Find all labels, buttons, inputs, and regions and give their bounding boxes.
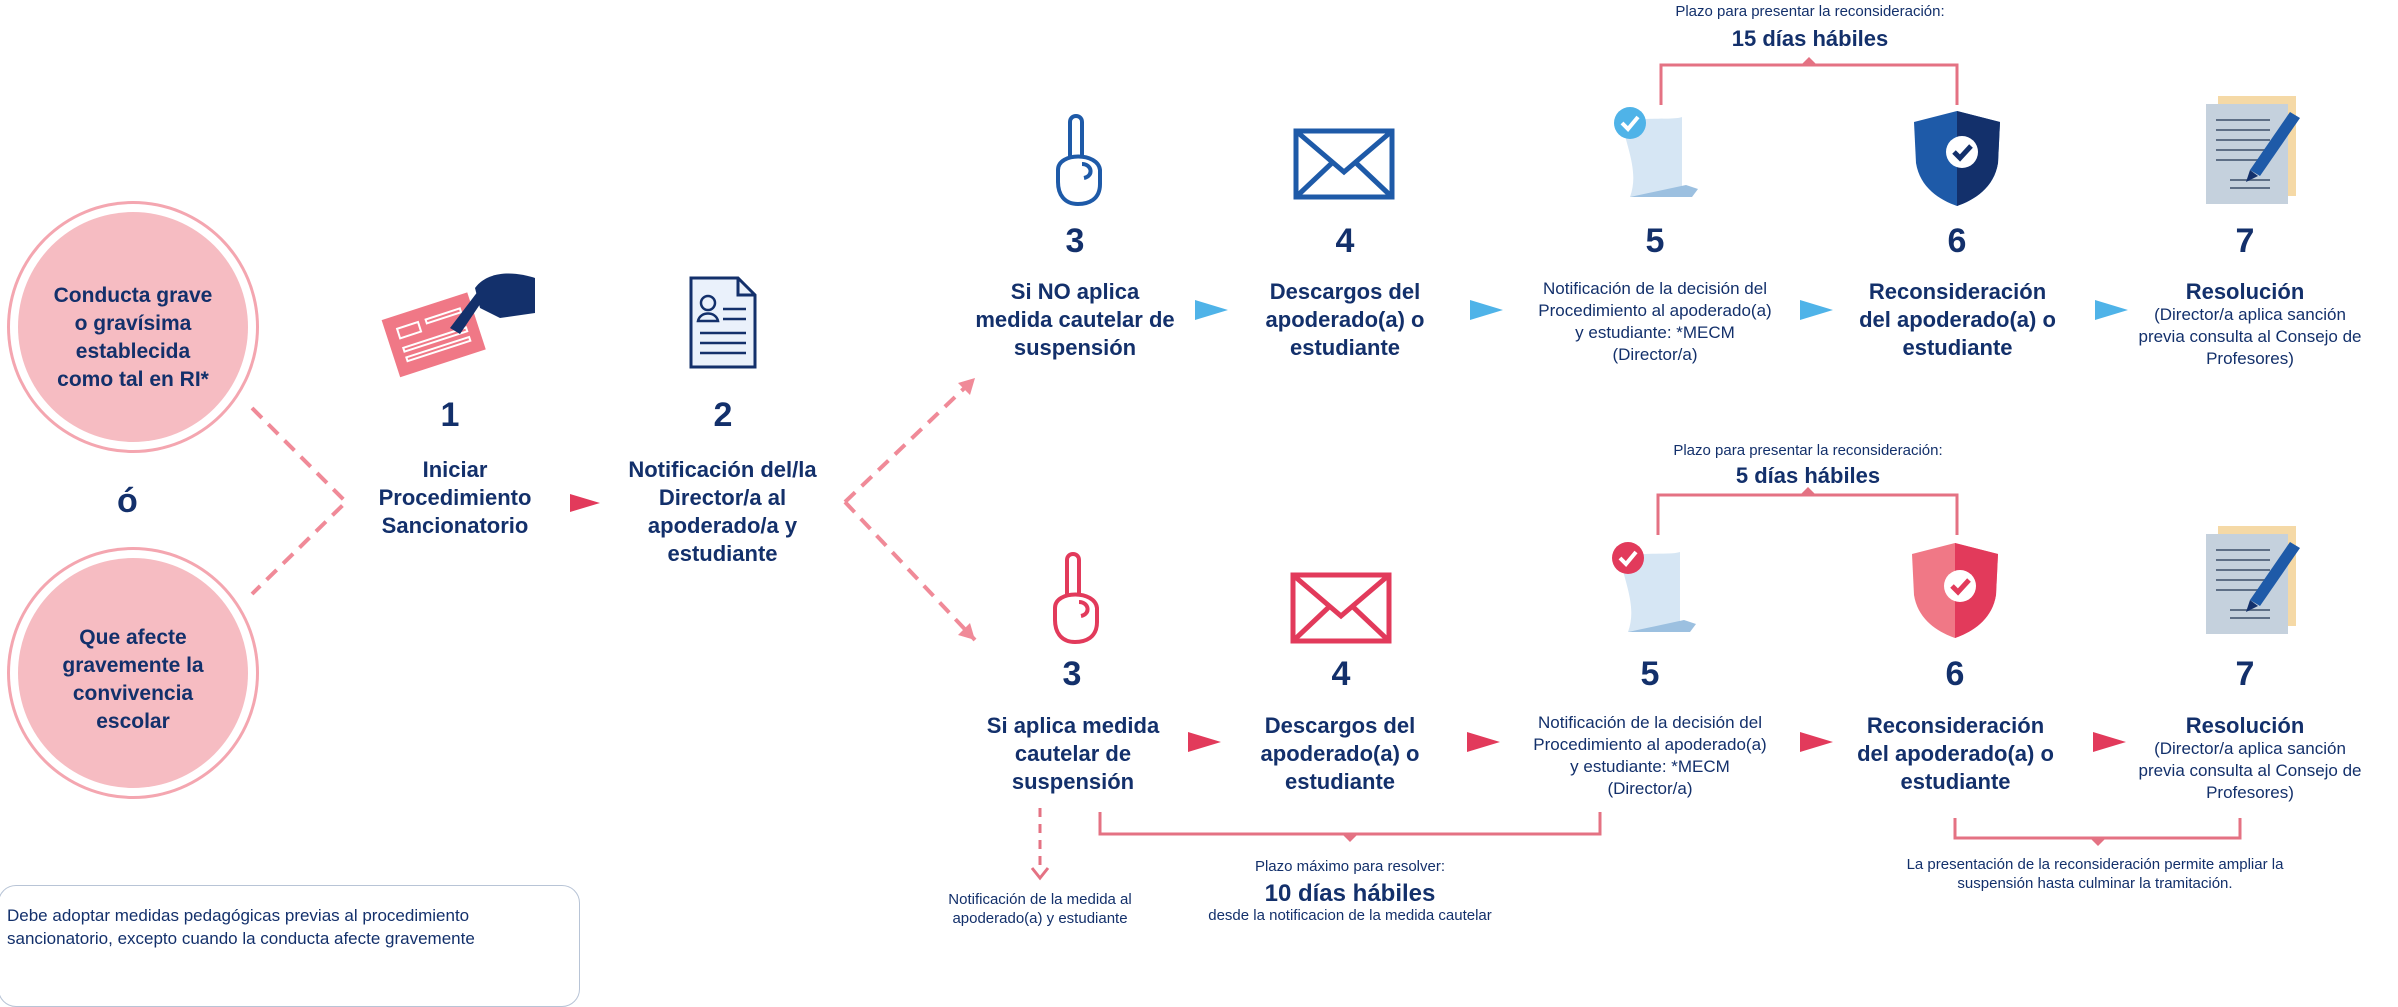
max-deadline-value: 10 días hábiles [1264,880,1436,907]
bottom-deadline-caption: Plazo para presentar la reconsideración: [1673,442,1943,459]
bottom-deadline-value: 5 días hábiles [1735,463,1881,488]
scroll-check-icon [1612,542,1696,632]
bottom-step-3-number: 3 [1062,655,1082,693]
bottom-step-7-number: 7 [2235,655,2255,693]
top-step-6-title: Reconsideración del apoderado(a) o estud… [1859,279,2056,360]
condition-connectors [250,57,2242,881]
bottom-step-5-text: Notificación de la decisión del Procedim… [1533,713,1767,798]
step-2-title: Notificación del/la Director/a al apoder… [628,457,817,566]
bottom-step-7-title: Resolución [2185,713,2305,738]
bottom-step-6-title: Reconsideración del apoderado(a) o estud… [1857,713,2054,794]
envelope-icon [1290,572,1392,644]
step-1-title: Iniciar Procedimiento Sancionatorio [378,457,532,538]
top-step-4-number: 4 [1335,222,1355,260]
bottom-step-4-number: 4 [1331,655,1351,693]
extend-suspension-note: La presentación de la reconsideración pe… [1906,856,2284,892]
top-step-6-number: 6 [1947,222,1967,260]
bottom-step-6-number: 6 [1945,655,1965,693]
top-deadline-caption: Plazo para presentar la reconsideración: [1675,3,1945,20]
top-step-5-number: 5 [1645,222,1665,260]
bottom-step-3-title: Si aplica medida cautelar de suspensión [986,713,1160,794]
top-step-3-number: 3 [1065,222,1085,260]
top-step-4-title: Descargos del apoderado(a) o estudiante [1265,279,1425,360]
max-deadline-caption: Plazo máximo para resolver: [1254,858,1446,875]
top-step-7-number: 7 [2235,222,2255,260]
document-edit-icon [2206,526,2300,634]
condition-b-text: Que afecte gravemente la convivencia esc… [62,626,204,733]
document-edit-icon [2206,96,2300,204]
condition-circle-a: Conducta grave o gravísima establecida c… [18,212,248,442]
top-deadline-value: 15 días hábiles [1731,26,1889,51]
bottom-step-4-title: Descargos del apoderado(a) o estudiante [1260,713,1420,794]
finger-raised-icon [1053,552,1099,645]
step-1-number: 1 [440,396,460,434]
envelope-icon [1293,128,1395,200]
bottom-step-7-text: (Director/a aplica sanción previa consul… [2138,739,2362,802]
shield-check-icon [1914,111,2000,206]
top-step-7-text: (Director/a aplica sanción previa consul… [2138,305,2362,368]
scroll-check-icon [1614,107,1698,197]
top-step-3-title: Si NO aplica medida cautelar de suspensi… [975,279,1175,360]
bottom-step-5-number: 5 [1640,655,1660,693]
max-deadline-sub: desde la notificacion de la medida caute… [1208,907,1492,924]
shield-check-icon [1912,543,1998,638]
top-step-7-title: Resolución [2185,279,2305,304]
document-icon [689,276,757,369]
finger-raised-icon [1056,114,1102,207]
hand-signing-icon [381,273,535,378]
condition-circle-b: Que afecte gravemente la convivencia esc… [18,558,248,788]
or-label: ó [117,482,138,520]
medida-notification-note: Notificación de la medida al apoderado(a… [948,891,1132,927]
info-note-box: Debe adoptar medidas pedagógicas previas… [0,885,580,1007]
info-note-text: Debe adoptar medidas pedagógicas previas… [7,906,475,948]
top-step-5-text: Notificación de la decisión del Procedim… [1538,279,1772,364]
condition-a-text: Conducta grave o gravísima establecida c… [53,284,213,391]
step-2-number: 2 [713,396,733,434]
